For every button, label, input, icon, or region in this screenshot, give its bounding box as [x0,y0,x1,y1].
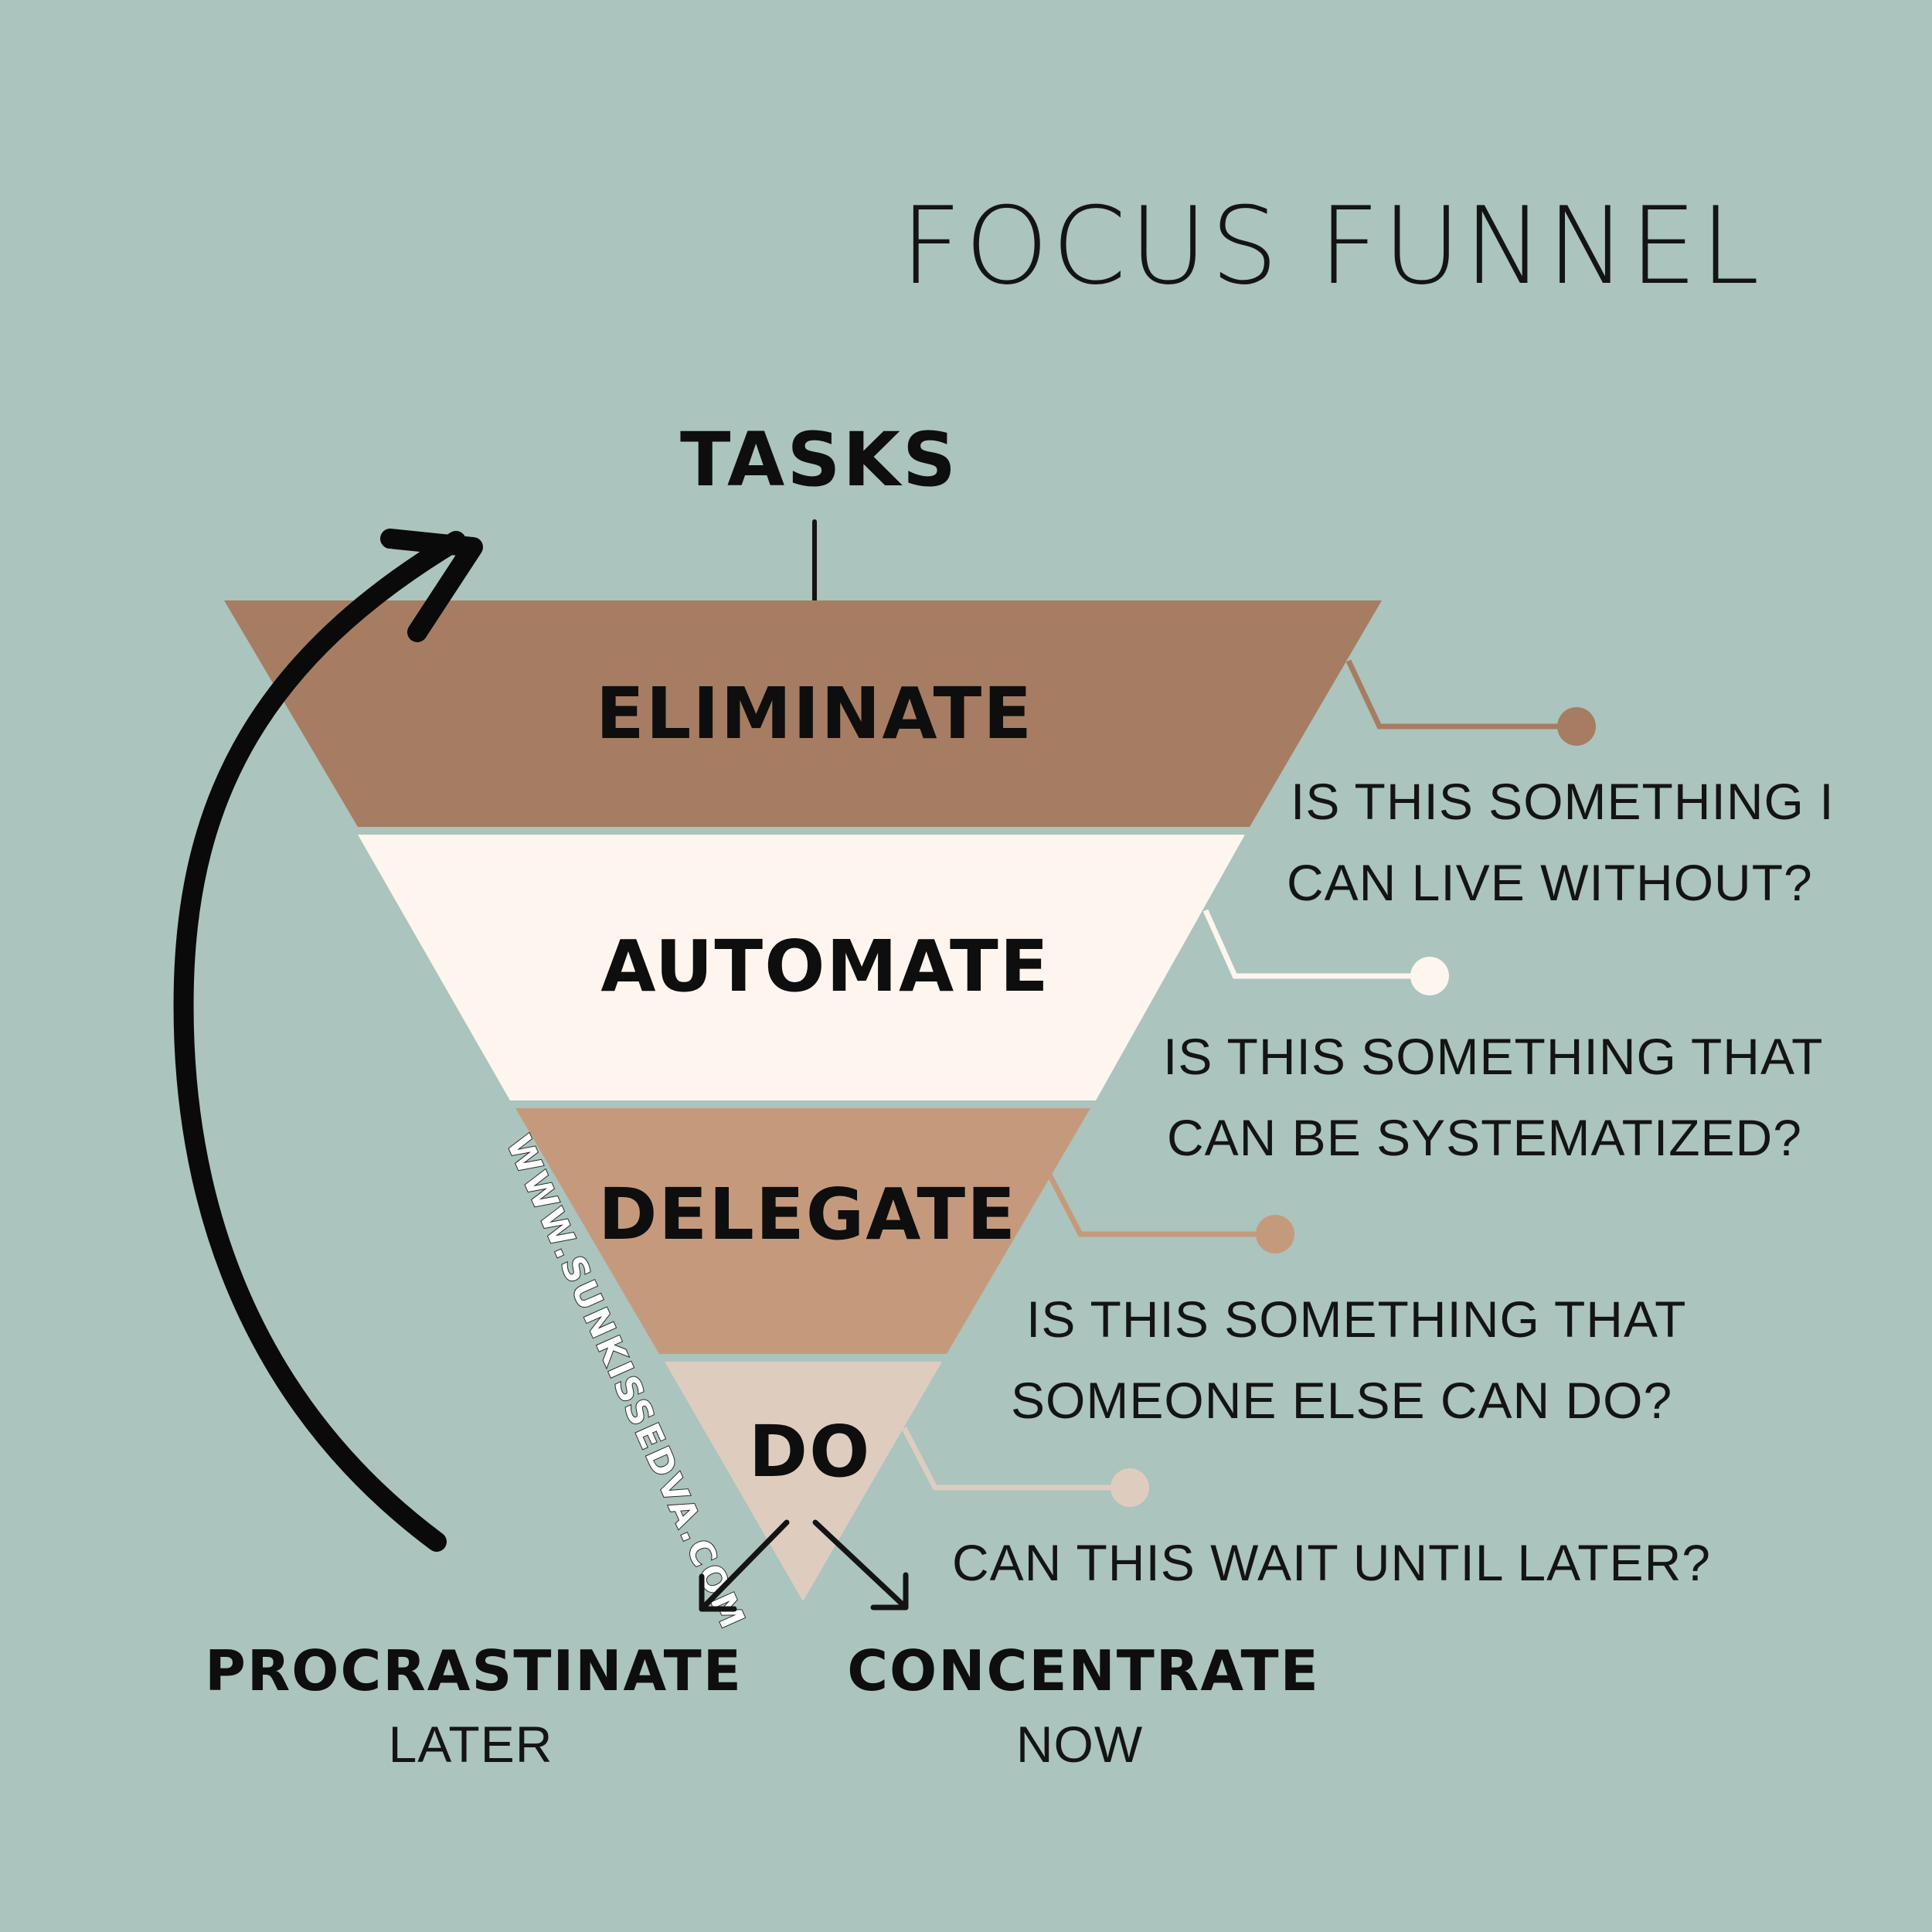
question-eliminate-line1: IS THIS SOMETHING I [1291,773,1835,830]
page-title: FOCUS FUNNEL [900,184,1763,308]
question-automate-line1: IS THIS SOMETHING THAT [1163,1028,1823,1085]
question-do-line1: CAN THIS WAIT UNTIL LATER? [952,1534,1711,1591]
question-eliminate-line2: CAN LIVE WITHOUT? [1287,854,1813,911]
outcome-concentrate: CONCENTRATE [847,1638,1320,1703]
question-automate-line2: CAN BE SYSTEMATIZED? [1167,1109,1802,1166]
connector-eliminate [1345,659,1596,746]
stage-label-delegate: DELEGATE [598,1173,1017,1256]
stage-label-eliminate: ELIMINATE [596,672,1033,755]
outcome-procrastinate-sub: LATER [389,1716,553,1773]
arrow-down-left-icon [699,1519,790,1612]
stage-label-do: DO [749,1410,872,1493]
funnel-band-eliminate [224,600,1382,827]
connector-do [901,1427,1149,1507]
funnel [224,600,1382,1601]
question-delegate-line2: SOMEONE ELSE CAN DO? [1011,1372,1672,1429]
connector-automate [1202,909,1449,995]
question-delegate-line1: IS THIS SOMETHING THAT [1026,1291,1686,1348]
funnel-band-delegate [515,1108,1090,1354]
stage-label-automate: AUTOMATE [600,925,1049,1008]
outcome-concentrate-sub: NOW [1016,1716,1143,1773]
tasks-label: TASKS [680,417,958,503]
curved-return-arrow-icon [173,529,483,1552]
connector-delegate [1046,1173,1294,1253]
funnel-band-do [665,1362,942,1601]
arrow-down-right-icon [812,1519,909,1611]
outcome-procrastinate: PROCRASTINATE [205,1638,743,1703]
funnel-band-automate [358,835,1245,1100]
